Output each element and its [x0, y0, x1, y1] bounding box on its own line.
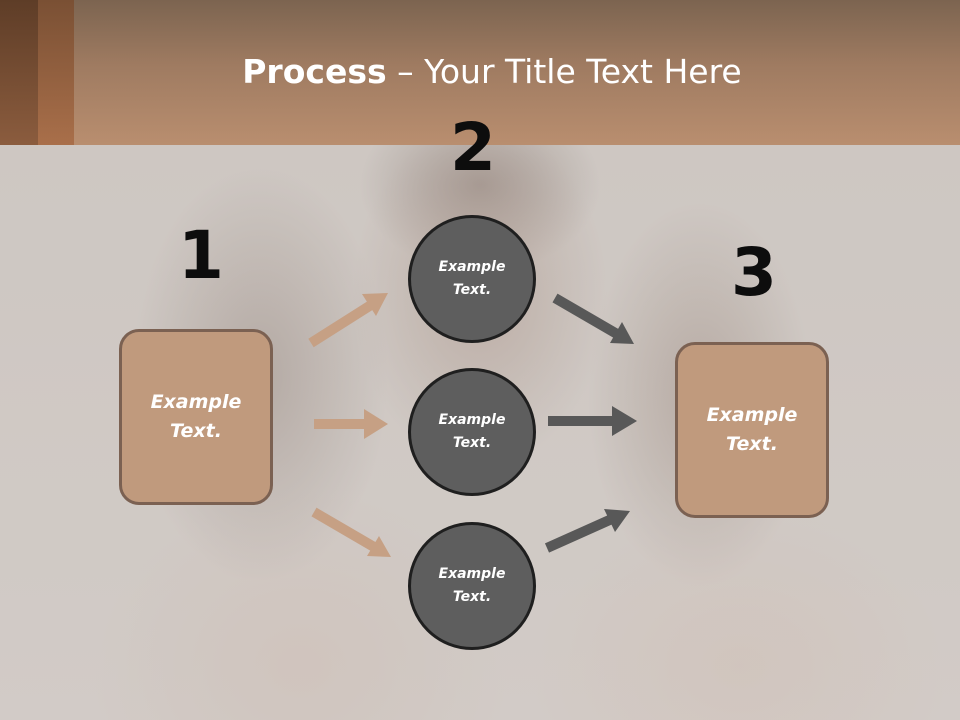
step-2-circle-2: Example Text.	[408, 368, 536, 496]
circle-line: Text.	[452, 282, 492, 298]
title-rest: – Your Title Text Here	[386, 52, 742, 91]
step-number-2: 2	[450, 109, 496, 186]
arrow-from-circle-3	[544, 509, 630, 553]
step-3-text: Example Text.	[692, 401, 812, 459]
step-3-box: Example Text.	[675, 342, 829, 518]
slide-title: Process – Your Title Text Here	[0, 52, 960, 91]
circle-line: Example	[438, 566, 506, 582]
step-2-circle-1: Example Text.	[408, 215, 536, 343]
arrow-to-circle-1	[308, 293, 388, 348]
arrow-to-circle-2	[314, 409, 388, 439]
step-1-box: Example Text.	[119, 329, 273, 505]
header-band	[0, 0, 960, 145]
circle-2-text: Example Text.	[427, 409, 517, 455]
box-line: Text.	[170, 420, 222, 442]
step-number-1: 1	[178, 217, 224, 294]
circle-line: Text.	[452, 435, 492, 451]
arrow-from-circle-1	[552, 293, 634, 344]
circle-line: Text.	[452, 589, 492, 605]
circle-line: Example	[438, 412, 506, 428]
circle-3-text: Example Text.	[427, 563, 517, 609]
arrow-to-circle-3	[311, 507, 391, 557]
box-line: Example	[150, 391, 242, 413]
circle-1-text: Example Text.	[427, 256, 517, 302]
step-number-3: 3	[731, 234, 777, 311]
title-bold: Process	[242, 52, 387, 91]
box-line: Example	[706, 404, 798, 426]
step-1-text: Example Text.	[136, 388, 256, 446]
step-2-circle-3: Example Text.	[408, 522, 536, 650]
arrow-from-circle-2	[548, 406, 637, 436]
box-line: Text.	[726, 433, 778, 455]
header-accent-strip	[0, 0, 38, 145]
circle-line: Example	[438, 259, 506, 275]
header-accent-strip	[38, 0, 74, 145]
